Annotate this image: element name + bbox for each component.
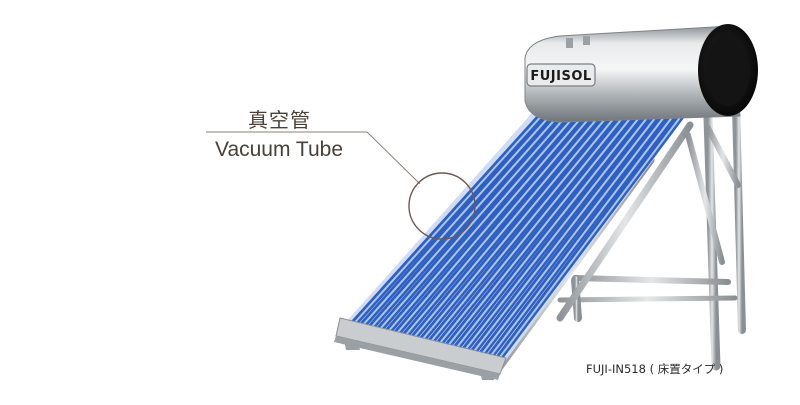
vacuum-tube-highlight	[448, 107, 640, 345]
svg-text:FUJISOL: FUJISOL	[530, 69, 591, 84]
vacuum-tube-highlight	[422, 105, 617, 339]
vacuum-tube-highlight	[414, 105, 609, 337]
storage-tank	[524, 24, 758, 123]
brand-logo: FUJISOL	[526, 63, 596, 87]
callout-title-en: Vacuum Tube	[215, 138, 344, 161]
vacuum-tube-highlight	[431, 106, 624, 341]
vacuum-tube-highlight	[465, 108, 655, 349]
vacuum-tube-highlight	[491, 109, 679, 355]
vacuum-tube-highlight	[499, 109, 687, 357]
vacuum-tube-callout	[206, 131, 476, 240]
bottom-rail	[334, 317, 507, 380]
callout-title-jp: 真空管	[248, 108, 311, 132]
vacuum-tube-highlight	[371, 103, 570, 327]
vacuum-tube-highlight	[439, 106, 632, 343]
vacuum-tube-highlight	[482, 108, 671, 353]
model-caption: FUJI-IN518 ( 床置タイプ )	[586, 362, 724, 376]
vacuum-tube-highlight	[388, 104, 585, 331]
vacuum-tube-highlight	[456, 107, 648, 347]
vacuum-tube-highlight	[405, 104, 601, 335]
vacuum-tube-highlight	[397, 104, 593, 333]
tube-set	[350, 100, 688, 361]
vacuum-tube-highlight	[354, 102, 554, 323]
vacuum-tube-highlight	[379, 103, 578, 329]
vacuum-tube-highlight	[474, 108, 663, 351]
vacuum-tube-highlight	[362, 102, 562, 325]
